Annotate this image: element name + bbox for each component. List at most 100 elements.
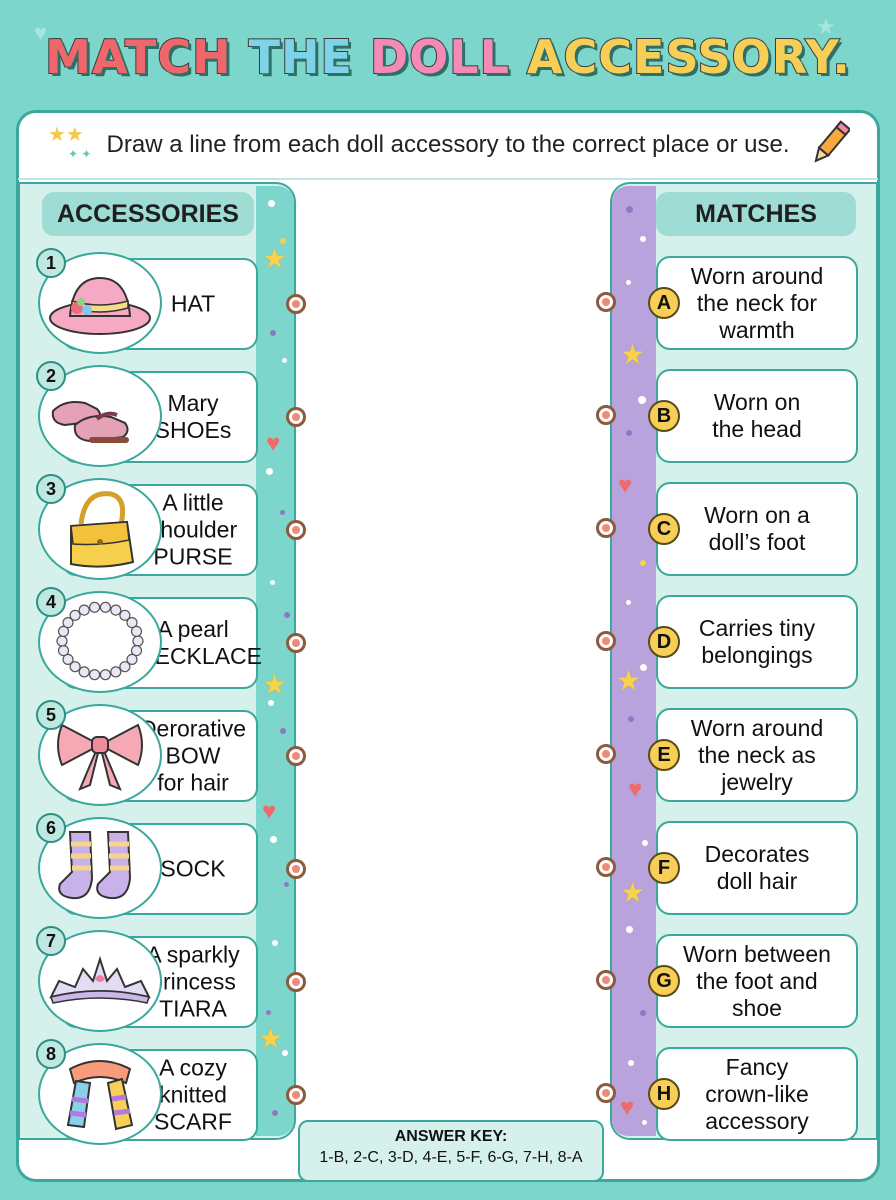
match-text-line: shoe [732, 994, 782, 1021]
decor-dot [640, 236, 646, 242]
instruction-bar: ★★ ✦ ✦ Draw a line from each doll access… [18, 112, 878, 180]
match-connector-dot[interactable] [596, 857, 616, 877]
corner-star-icon: ★ [816, 14, 836, 39]
accessory-connector-dot[interactable] [286, 520, 306, 540]
accessory-number: 4 [36, 587, 66, 617]
accessory-connector-dot[interactable] [286, 1085, 306, 1105]
match-text-line: Worn between [683, 940, 831, 967]
accessory-label-line: HAT [170, 290, 216, 317]
match-text-line: Worn on [713, 389, 801, 415]
match-connector-dot[interactable] [596, 518, 616, 538]
accessory-label: HAT [138, 291, 248, 318]
decor-dot [284, 882, 289, 887]
star-icon: ★ [258, 1023, 284, 1054]
accessory-label-line: knitted [159, 1081, 227, 1108]
match-text-line: jewelry [721, 768, 793, 795]
decor-dot [268, 200, 275, 207]
decor-dot [626, 430, 632, 436]
pencil-icon [814, 120, 850, 163]
accessory-label-line: A little [162, 489, 224, 516]
match-text-line: Worn on a [704, 502, 810, 528]
page-title: MATCH THE DOLL ACCESSORY. [0, 29, 896, 85]
accessory-connector-dot[interactable] [286, 294, 306, 314]
decor-dot [284, 612, 290, 618]
match-letter-badge: F [648, 852, 680, 884]
match-connector-dot[interactable] [596, 1083, 616, 1103]
star-icon: ★ [262, 669, 288, 700]
accessory-label-line: PURSE [153, 543, 233, 570]
match-letter-badge: H [648, 1078, 680, 1110]
decor-dot [280, 238, 286, 244]
answer-key-text: 1-B, 2-C, 3-D, 4-E, 5-F, 6-G, 7-H, 8-A [319, 1149, 583, 1166]
accessory-connector-dot[interactable] [286, 972, 306, 992]
star-icon: ★ [620, 339, 646, 370]
instruction-text: Draw a line from each doll accessory to … [106, 131, 790, 158]
match-connector-dot[interactable] [596, 405, 616, 425]
match-letter-badge: G [648, 965, 680, 997]
accessory-label-line: TIARA [159, 995, 227, 1022]
accessory-label-line: SHOEs [154, 417, 232, 443]
match-letter-badge: D [648, 626, 680, 658]
accessory-label-line: A pearl [157, 616, 229, 642]
accessory-number: 6 [36, 813, 66, 843]
accessory-number: 5 [36, 700, 66, 730]
accessory-label-line: SCARF [154, 1108, 232, 1135]
decor-dot [626, 600, 631, 605]
accessory-label-line: princess [150, 968, 236, 995]
match-connector-dot[interactable] [596, 292, 616, 312]
title-word-3: DOLL [369, 29, 510, 85]
star-icon: ★ [262, 243, 288, 274]
accessory-connector-dot[interactable] [286, 746, 306, 766]
match-letter-badge: A [648, 287, 680, 319]
title-word-4: ACCESSORY. [526, 29, 851, 85]
heart-icon: ♥ [262, 798, 277, 825]
decor-dot [270, 836, 277, 843]
sparkle-icon: ✦ ✦ [68, 147, 92, 161]
star-icon: ★ [620, 877, 646, 908]
accessory-number: 1 [36, 248, 66, 278]
decor-dot [626, 926, 633, 933]
match-text-line: Worn around [690, 262, 824, 289]
decor-dot [638, 396, 646, 404]
match-text-line: the neck for [696, 289, 818, 316]
match-text-line: crown-like [705, 1080, 809, 1107]
right-decor-strip [612, 186, 656, 1136]
decor-dot [642, 1120, 647, 1125]
match-connector-dot[interactable] [596, 970, 616, 990]
match-text-line: warmth [719, 316, 795, 343]
title-word-2: THE [248, 29, 353, 85]
decor-dot [626, 206, 633, 213]
accessory-label-line: SOCK [160, 855, 226, 882]
decor-dot [280, 728, 286, 734]
match-text-line: Fancy [725, 1053, 789, 1080]
scarf-icon [38, 1043, 162, 1145]
accessory-connector-dot[interactable] [286, 859, 306, 879]
match-text-line: Carries tiny [698, 615, 816, 641]
match-connector-dot[interactable] [596, 744, 616, 764]
match-connector-dot[interactable] [596, 631, 616, 651]
accessory-label-line: for hair [157, 769, 229, 796]
star-icon: ★ [616, 665, 642, 696]
decor-dot [640, 1010, 646, 1016]
decor-dot [282, 1050, 288, 1056]
decor-dot [280, 510, 285, 515]
match-text-line: doll hair [716, 868, 798, 894]
accessory-connector-dot[interactable] [286, 407, 306, 427]
accessory-connector-dot[interactable] [286, 633, 306, 653]
accessory-number: 2 [36, 361, 66, 391]
decor-dot [640, 560, 646, 566]
